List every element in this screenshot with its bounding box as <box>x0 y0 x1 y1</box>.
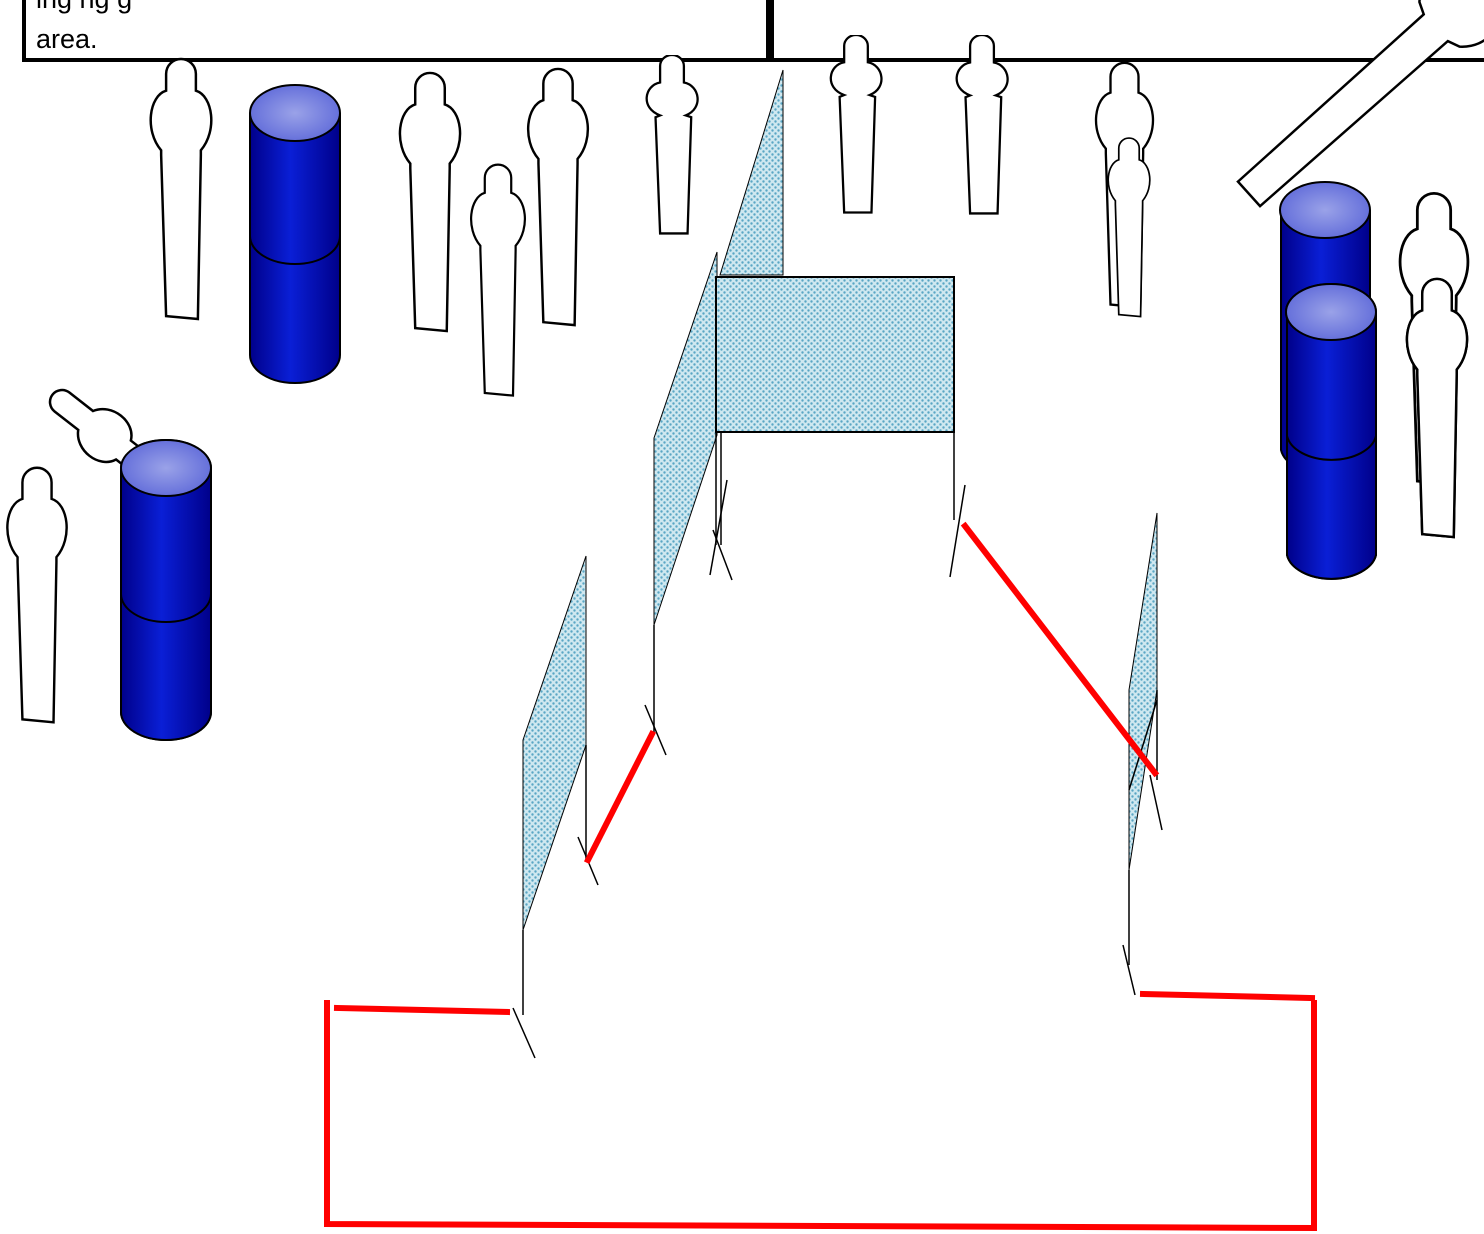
barrel-top-left <box>249 84 341 384</box>
person-figure-12 <box>6 466 68 724</box>
person-figure-7 <box>955 35 1009 215</box>
person-figure-fallen-right <box>1236 0 1484 208</box>
mesh-panel-top-diagonal <box>719 69 784 276</box>
person-figure-4 <box>526 67 590 327</box>
person-figure-3 <box>469 163 527 397</box>
barrel-mid-left-front <box>120 439 212 741</box>
person-figure-1 <box>149 57 213 321</box>
caption-line-2: area. <box>36 24 98 54</box>
fence-posts <box>512 432 1163 1059</box>
caption-box: ing ng g area. <box>22 0 770 62</box>
person-figure-5 <box>645 55 699 235</box>
barrel-right-front-overlay <box>1285 283 1377 580</box>
caption-text: ing ng g area. <box>36 0 132 54</box>
red-tape-lines <box>324 521 1317 1232</box>
mesh-panel-rectangle <box>715 276 955 433</box>
mesh-panel-left-lower <box>522 555 587 931</box>
caption-line-1-fragment: ing ng g <box>36 0 132 14</box>
mesh-panel-right <box>1128 512 1158 871</box>
right-caption-box <box>770 0 1484 62</box>
mesh-panel-left-upper <box>653 251 718 626</box>
person-figure-2 <box>398 71 462 333</box>
person-figure-6 <box>829 35 883 214</box>
